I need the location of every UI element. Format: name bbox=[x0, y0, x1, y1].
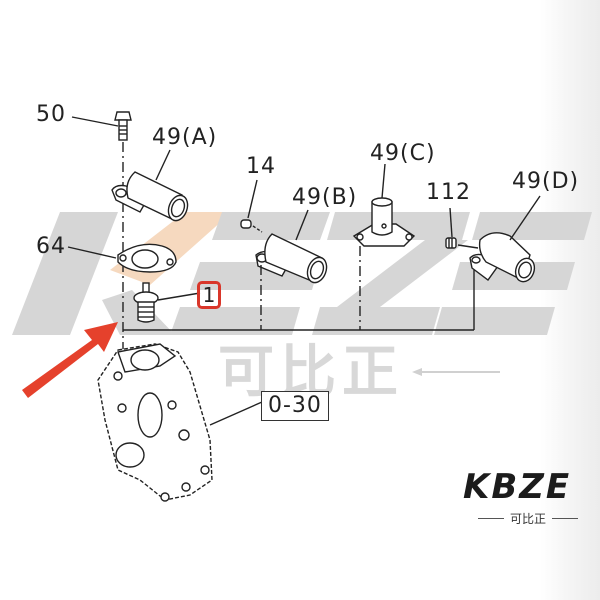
label-part-50: 50 bbox=[36, 102, 66, 127]
plug-icon bbox=[445, 237, 457, 249]
reference-box-0-30: 0-30 bbox=[261, 391, 329, 421]
pipe-d-icon bbox=[469, 232, 536, 283]
pipe-b-icon bbox=[255, 233, 328, 284]
housing-icon bbox=[97, 343, 213, 502]
leader-112 bbox=[449, 207, 453, 238]
pipe-a-icon bbox=[111, 171, 189, 222]
label-part-112: 112 bbox=[426, 180, 471, 205]
label-part-49d: 49(D) bbox=[512, 169, 580, 194]
brand-logo: KBZE 可比正 bbox=[463, 470, 593, 527]
logo-rule-left bbox=[477, 518, 504, 519]
label-part-49b: 49(B) bbox=[292, 185, 358, 210]
leader-49c bbox=[381, 163, 386, 199]
label-part-49c: 49(C) bbox=[370, 141, 436, 166]
thermostat-icon bbox=[133, 282, 159, 323]
watermark-b-top bbox=[212, 212, 330, 240]
bolt-icon bbox=[114, 111, 132, 141]
logo-sub-text: 可比正 bbox=[509, 512, 546, 526]
watermark-b-bot bbox=[170, 307, 300, 335]
label-part-64: 64 bbox=[36, 234, 66, 259]
leader-1 bbox=[157, 292, 201, 301]
logo-rule-right bbox=[552, 518, 578, 519]
plug-leader bbox=[457, 244, 479, 249]
pipe-c-icon bbox=[352, 197, 416, 247]
label-part-14: 14 bbox=[246, 154, 276, 179]
leader-49d bbox=[509, 195, 541, 241]
watermark-z-bot bbox=[312, 307, 440, 335]
logo-main-text: KBZE bbox=[463, 467, 572, 507]
leader-14 bbox=[247, 179, 258, 219]
logo-subtitle: 可比正 bbox=[463, 510, 593, 527]
sensor-dashed bbox=[252, 225, 263, 233]
leader-49a bbox=[155, 149, 171, 181]
label-part-49a: 49(A) bbox=[152, 125, 218, 150]
watermark-e-bot bbox=[434, 307, 555, 335]
watermark-k-stem bbox=[12, 212, 118, 335]
leader-64 bbox=[67, 246, 117, 259]
watermark-line-tip bbox=[412, 368, 422, 376]
gasket-icon bbox=[117, 243, 177, 273]
watermark-z-diag bbox=[337, 240, 468, 307]
sensor-icon bbox=[240, 219, 252, 229]
highlighted-part-1[interactable]: 1 bbox=[197, 281, 221, 309]
red-arrow-icon bbox=[22, 322, 118, 398]
leader-49b bbox=[295, 209, 309, 241]
leader-50 bbox=[71, 116, 119, 127]
leader-0-30 bbox=[209, 401, 263, 426]
